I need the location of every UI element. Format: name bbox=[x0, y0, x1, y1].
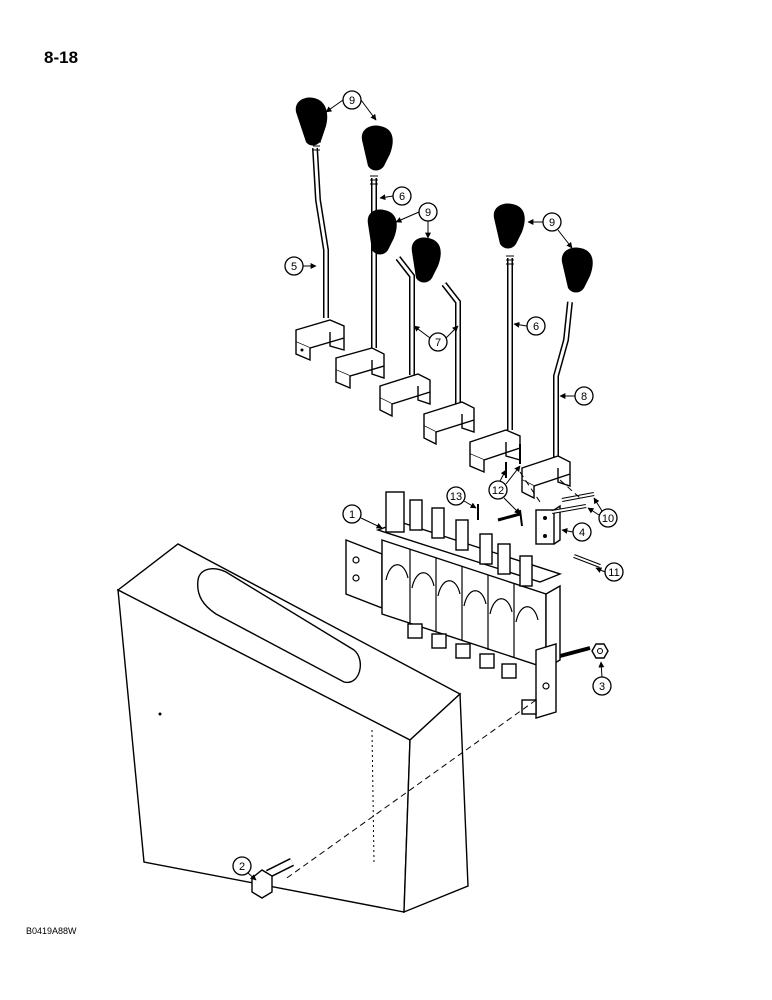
knob bbox=[561, 247, 593, 293]
callout-label: 9 bbox=[549, 217, 555, 229]
knob bbox=[411, 237, 441, 283]
callout-label: 5 bbox=[291, 261, 297, 273]
callout-7: 7 bbox=[413, 325, 459, 352]
callout-label: 3 bbox=[599, 681, 605, 693]
callout-label: 13 bbox=[450, 491, 462, 503]
callout-label: 7 bbox=[435, 337, 441, 349]
lever-5 bbox=[295, 141, 345, 362]
nut-3 bbox=[559, 643, 609, 659]
callout-2: 2 bbox=[232, 856, 257, 881]
knob bbox=[493, 203, 525, 249]
lever-6-right bbox=[469, 255, 521, 474]
lever-7-second bbox=[423, 282, 475, 446]
figure-code: B0419A88W bbox=[26, 926, 77, 936]
callout-11: 11 bbox=[595, 562, 624, 582]
callout-9a: 9 bbox=[325, 90, 377, 121]
callout-label: 8 bbox=[581, 391, 587, 403]
callout-8: 8 bbox=[559, 386, 594, 406]
callout-label: 6 bbox=[399, 191, 405, 203]
callout-label: 9 bbox=[425, 207, 431, 219]
callout-6b: 6 bbox=[513, 316, 546, 336]
callout-13: 13 bbox=[446, 486, 477, 509]
callout-9b: 9 bbox=[395, 202, 438, 239]
page-number: 8-18 bbox=[44, 48, 79, 67]
link-4 bbox=[535, 504, 561, 545]
callout-12: 12 bbox=[488, 465, 521, 515]
lever-8 bbox=[521, 301, 573, 500]
callout-label: 6 bbox=[533, 321, 539, 333]
bolt-2 bbox=[251, 857, 295, 899]
lever-6-left bbox=[335, 175, 385, 390]
lever-bracket bbox=[295, 319, 345, 362]
callout-5: 5 bbox=[284, 256, 317, 276]
callout-label: 9 bbox=[349, 95, 355, 107]
callout-label: 2 bbox=[239, 861, 245, 873]
callout-9c: 9 bbox=[527, 212, 573, 249]
callout-label: 12 bbox=[492, 485, 504, 497]
lever-7-first bbox=[379, 256, 431, 418]
knob bbox=[295, 97, 328, 146]
knob bbox=[367, 209, 397, 255]
control-valve-bank bbox=[345, 491, 563, 719]
callout-label: 11 bbox=[608, 567, 619, 579]
console-housing bbox=[116, 543, 469, 914]
callout-1: 1 bbox=[342, 504, 383, 529]
callout-label: 1 bbox=[349, 509, 355, 521]
callout-4: 4 bbox=[561, 522, 592, 542]
pins-10 bbox=[551, 492, 595, 514]
pin-11 bbox=[573, 554, 601, 568]
spring-13 bbox=[497, 512, 521, 522]
callout-label: 10 bbox=[602, 513, 614, 525]
callout-3: 3 bbox=[592, 661, 612, 696]
callout-6a: 6 bbox=[379, 186, 412, 206]
callout-10: 10 bbox=[587, 497, 618, 528]
guide-lines bbox=[283, 471, 581, 881]
callout-label: 4 bbox=[579, 527, 585, 539]
knob bbox=[361, 125, 393, 171]
